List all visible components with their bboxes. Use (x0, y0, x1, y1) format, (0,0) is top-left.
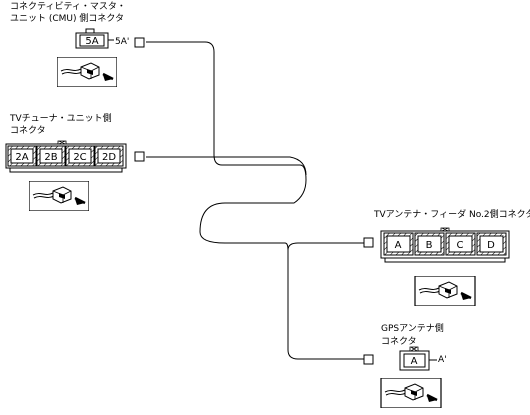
tv-antenna-pin-a: A (395, 240, 402, 251)
cmu-terminal-box (134, 37, 145, 48)
tuner-terminal-box (134, 151, 145, 162)
tv-antenna-pin-c: C (457, 240, 464, 251)
tuner-pin-2c: 2C (73, 152, 86, 163)
tv-antenna-plug-hand-icon (414, 276, 476, 306)
gps-plug-hand-icon (380, 378, 442, 408)
cmu-pin-5a: 5A (85, 36, 98, 47)
cmu-plug-hand-icon (57, 57, 117, 87)
tv-antenna-connector: A B C D (380, 227, 510, 263)
tv-antenna-connector-title: TVアンテナ・フィーダ No.2側コネクタ (373, 208, 530, 220)
tuner-pin-2d: 2D (102, 152, 116, 163)
tuner-plug-hand-icon (29, 181, 89, 211)
wire-to-tv-antenna (287, 242, 364, 251)
tuner-pin-2a: 2A (15, 152, 28, 163)
gps-connector: A (399, 346, 437, 371)
tuner-connector-title-line1: TVチューナ・ユニット側 (9, 112, 112, 124)
cmu-connector-title-line1: コネクティビティ・マスタ・ (10, 1, 126, 12)
gps-connector-title-line1: GPSアンテナ側 (381, 322, 444, 334)
gps-terminal-box (363, 354, 374, 365)
cmu-terminal-label: 5A' (115, 37, 129, 47)
tv-antenna-pin-b: B (426, 240, 433, 251)
gps-pin-a: A (411, 356, 418, 367)
cmu-connector: 5A (75, 28, 114, 49)
tuner-connector-title-line2: コネクタ (10, 125, 46, 136)
gps-terminal-label: A' (438, 355, 447, 365)
tv-antenna-terminal-box (363, 237, 374, 248)
wire-tuner-to-junction (146, 156, 307, 176)
tv-antenna-pin-d: D (487, 240, 495, 251)
wire-to-gps-antenna (287, 250, 364, 360)
wire-cmu-to-tuner-harness (146, 41, 307, 251)
tuner-connector: 2A 2B 2C 2D (5, 140, 127, 173)
cmu-connector-title-line2: ユニット (CMU) 側コネクタ (10, 12, 124, 24)
gps-connector-title-line2: コネクタ (381, 336, 417, 347)
tuner-pin-2b: 2B (44, 152, 57, 163)
